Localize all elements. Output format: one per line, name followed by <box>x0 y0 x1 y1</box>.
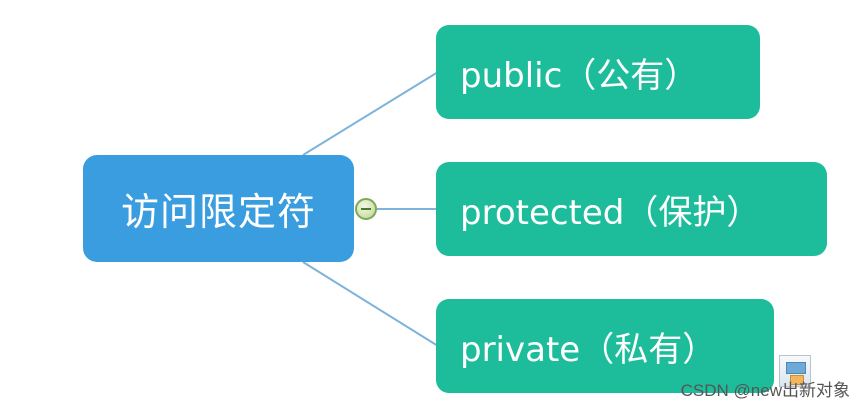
root-node-access-specifiers[interactable]: 访问限定符 <box>83 155 354 262</box>
root-node-label: 访问限定符 <box>120 190 316 234</box>
minus-circle-icon[interactable] <box>355 198 377 220</box>
child-node-label: protected（保护） <box>460 192 761 233</box>
connector-private <box>302 261 439 347</box>
image-icon <box>779 355 811 387</box>
connector-public <box>302 71 439 156</box>
child-node-private[interactable]: private（私有） <box>436 299 774 393</box>
child-node-label: private（私有） <box>460 329 717 370</box>
watermark-text: CSDN @new出新对象 <box>680 381 850 400</box>
child-node-public[interactable]: public（公有） <box>436 25 760 119</box>
child-node-label: public（公有） <box>460 55 699 96</box>
child-node-protected[interactable]: protected（保护） <box>436 162 827 256</box>
